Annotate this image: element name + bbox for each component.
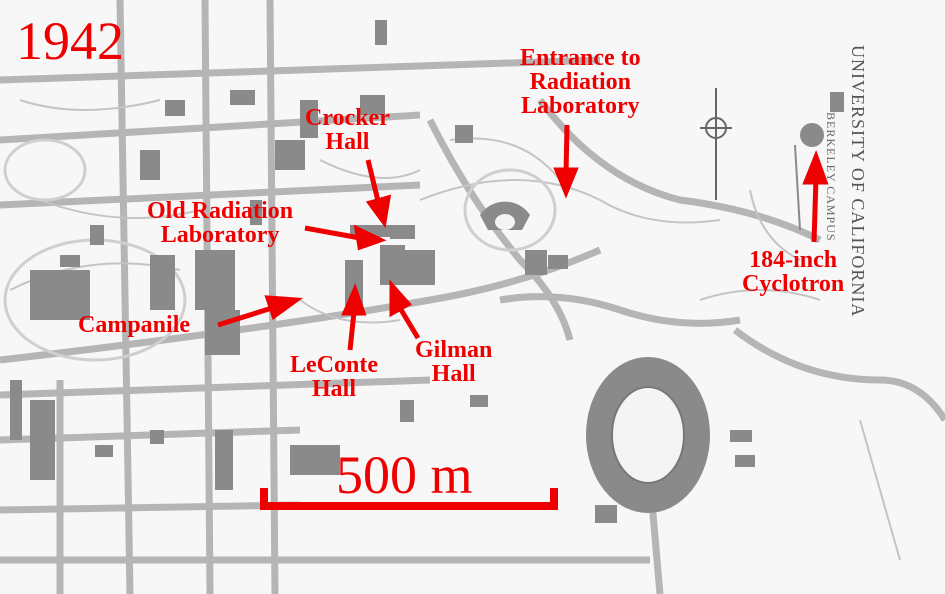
arrowhead-crocker: [365, 194, 392, 229]
arrow-old-rad-lab: [304, 225, 361, 241]
label-184-inch-cyclotron: 184-inch Cyclotron: [742, 247, 845, 297]
cyclotron-site: [794, 123, 824, 231]
annotation-arrows: [217, 124, 829, 351]
arrow-cyclotron: [811, 177, 819, 243]
label-campanile: Campanile: [78, 312, 191, 338]
scale-bar: [260, 488, 558, 510]
scale-bar-label: 500 m: [336, 445, 473, 505]
university-map-title: UNIVERSITY OF CALIFORNIA: [848, 45, 868, 318]
label-entrance-radiation-laboratory: Entrance to Radiation Laboratory: [520, 45, 641, 119]
greek-theatre: [480, 201, 530, 230]
arrowhead-gilman: [389, 279, 412, 318]
arrow-crocker: [365, 159, 382, 206]
arrowhead-entrance: [553, 167, 579, 199]
arrow-entrance: [563, 124, 570, 176]
label-leconte-hall: LeConte Hall: [290, 352, 378, 402]
arrow-campanile: [217, 305, 273, 328]
label-crocker-hall: Crocker Hall: [305, 105, 390, 155]
arrow-leconte: [347, 311, 357, 351]
label-old-radiation-laboratory: Old Radiation Laboratory: [147, 198, 294, 248]
california-memorial-stadium: [586, 357, 710, 513]
arrowhead-campanile: [264, 295, 304, 321]
campus-map-subtitle: BERKELEY CAMPUS: [824, 112, 838, 242]
arrowhead-cyclotron: [802, 149, 829, 185]
arrowhead-leconte: [341, 283, 367, 316]
arrow-gilman: [397, 306, 421, 340]
label-gilman-hall: Gilman Hall: [415, 337, 493, 387]
year-label: 1942: [16, 11, 124, 71]
compass-rose-icon: [700, 88, 732, 200]
arrowhead-old-rad-lab: [353, 224, 387, 251]
